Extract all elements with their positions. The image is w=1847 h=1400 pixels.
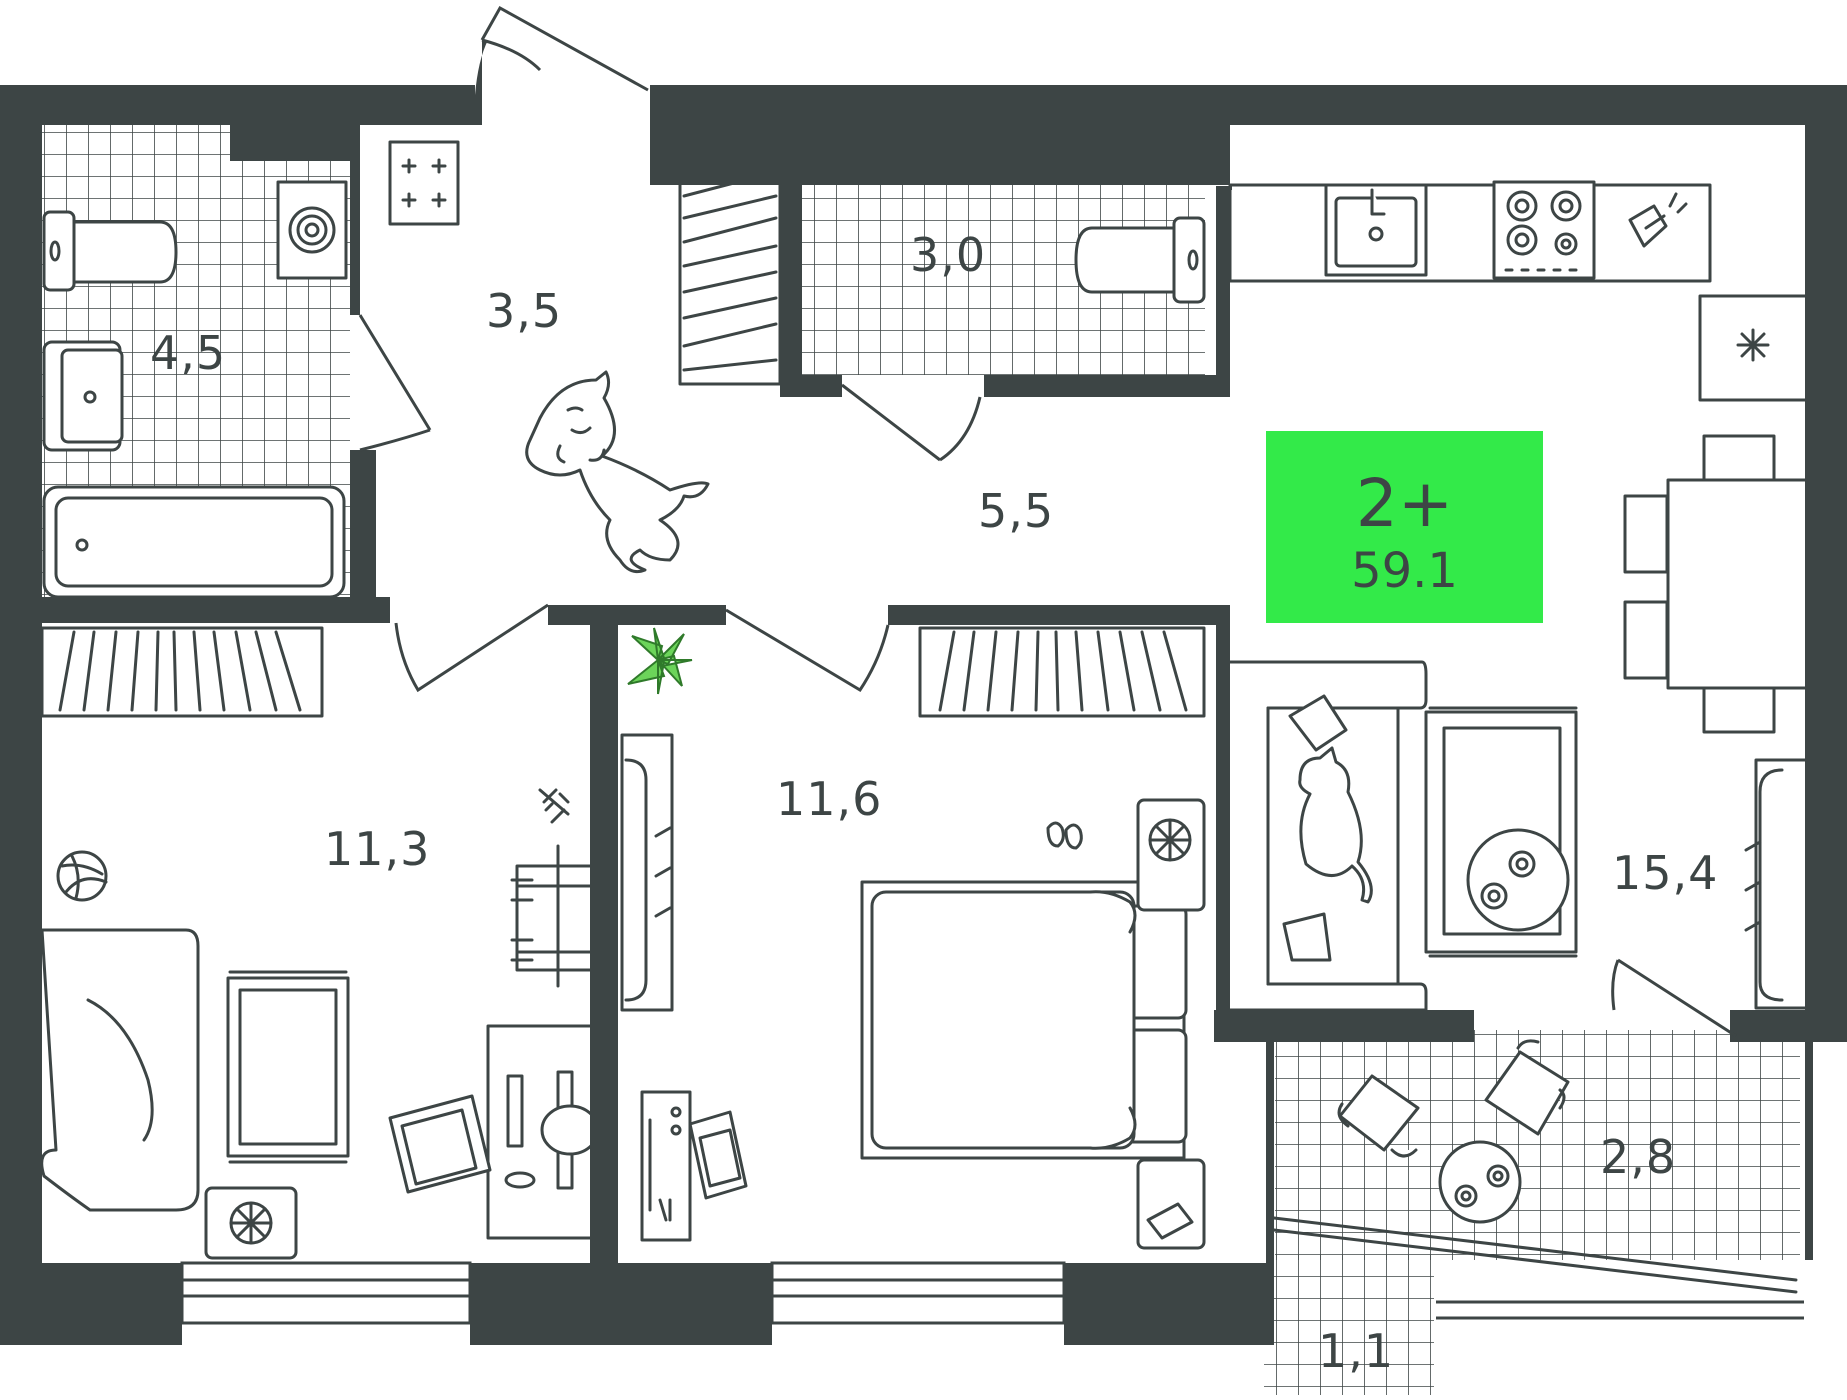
windows [180, 1261, 1804, 1325]
badge-background [1266, 431, 1543, 623]
room-count: 2+ [1355, 465, 1454, 542]
room-area-kitchen-living: 15,4 [1612, 846, 1719, 900]
bedroom-1-furniture [40, 626, 606, 1260]
room-area-bedroom-1: 11,3 [324, 822, 431, 876]
room-area-bedroom-2: 11,6 [776, 772, 883, 826]
living-furniture [1226, 660, 1810, 1012]
room-area-bathroom-2: 3,0 [910, 228, 987, 282]
walls [0, 40, 1847, 1345]
total-area: 59.1 [1351, 543, 1458, 599]
doors [358, 5, 1737, 1038]
room-area-bathroom-1: 4,5 [150, 326, 227, 380]
room-area-balcony-1: 2,8 [1600, 1130, 1677, 1184]
balcony-furniture [1272, 1039, 1798, 1294]
bathroom-1-fixtures [42, 180, 348, 599]
outer-walls [0, 40, 1847, 190]
room-area-balcony-2: 1,1 [1318, 1324, 1395, 1378]
plant-icon [627, 627, 693, 695]
room-area-hallway: 3,5 [486, 284, 563, 338]
apartment-badge: 2+ 59.1 [1266, 431, 1543, 623]
bedroom-2-furniture [620, 626, 1206, 1250]
room-area-corridor: 5,5 [978, 484, 1055, 538]
kitchen-furniture [1228, 180, 1810, 734]
hallway-fixtures [388, 126, 782, 574]
